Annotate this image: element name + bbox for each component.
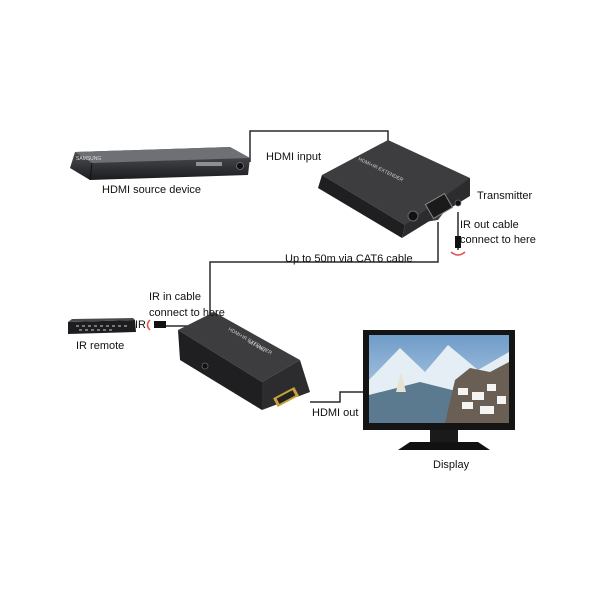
ir-remote-graphic — [68, 318, 136, 334]
cat6-cable-label: Up to 50m via CAT6 cable — [285, 253, 413, 265]
connect-to-here-tx-label: connect to here — [460, 234, 536, 246]
ir-remote-label: IR remote — [76, 340, 125, 352]
cat6-cable — [209, 222, 439, 325]
ir-label: IR — [135, 319, 146, 331]
hdmi-input-cable — [249, 130, 389, 162]
transmitter-graphic: HDMI+IR EXTENDER — [318, 140, 470, 238]
connect-to-here-rx-label: connect to here — [149, 307, 225, 319]
receiver-graphic: MT-VIKI HDMI+IR EXTENDER — [178, 312, 310, 410]
hdmi-input-label: HDMI input — [266, 151, 322, 163]
ir-in-cable-label: IR in cable — [149, 291, 201, 303]
transmitter-label: Transmitter — [477, 190, 533, 202]
display-graphic — [363, 330, 515, 450]
hdmi-source-device-label: HDMI source device — [102, 184, 202, 196]
ir-emitter-graphic — [450, 236, 466, 256]
player-brand-text: SAMSUNG — [76, 156, 101, 162]
hdmi-source-device-graphic: SAMSUNG — [70, 147, 250, 181]
ir-receiver-graphic — [146, 319, 166, 331]
hdmi-out-label: HDMI out — [312, 407, 359, 419]
display-label: Display — [433, 459, 470, 471]
hdmi-output-cable — [310, 391, 368, 403]
ir-out-cable-label: IR out cable — [460, 219, 519, 231]
